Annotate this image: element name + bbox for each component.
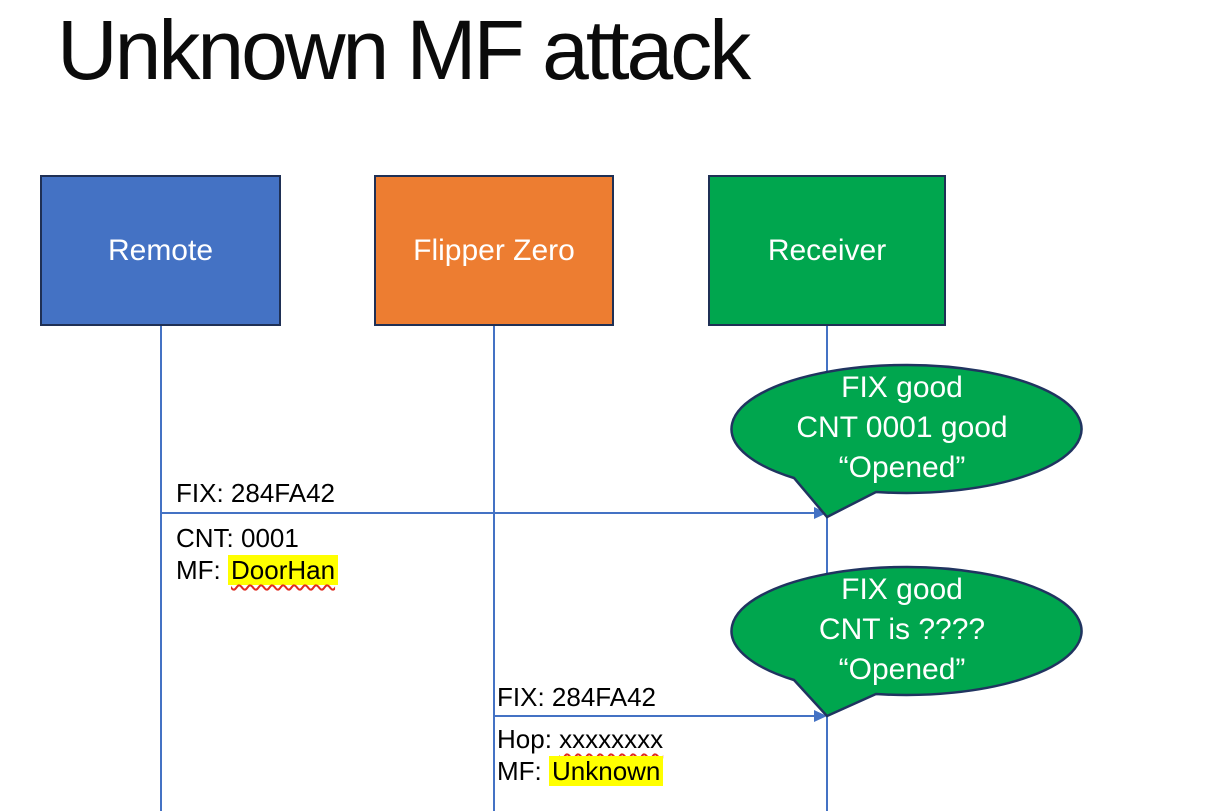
callout-2-line-1: FIX good [841,573,963,606]
callout-2-line-3: “Opened” [838,653,966,686]
actor-box-remote: Remote [40,175,281,326]
lifeline-remote [160,326,162,811]
callout-1-text: FIX good CNT 0001 good “Opened” [727,368,1077,488]
message-1-fix-label: FIX: 284FA42 [176,478,335,508]
mf-prefix: MF: [497,756,549,786]
message-2-fix-label: FIX: 284FA42 [497,682,656,712]
callout-2-speech-bubble [730,565,1083,718]
actor-box-receiver: Receiver [708,175,946,326]
message-1-cnt-label: CNT: 0001 [176,523,299,553]
callout-2-line-2: CNT is ???? [818,613,986,646]
message-2-mf-label: MF: Unknown [497,756,664,787]
callout-1-line-2: CNT 0001 good [796,411,1008,444]
slide-title: Unknown MF attack [57,2,751,97]
actor-label-flipper-zero: Flipper Zero [413,233,575,267]
speech-bubble-shape [730,363,1083,519]
lifeline-receiver [826,326,828,811]
callout-2-text: FIX good CNT is ???? “Opened” [727,570,1077,690]
message-1-mf-label: MF: DoorHan [176,555,339,586]
hop-prefix: Hop: [497,724,560,754]
actor-box-flipper-zero: Flipper Zero [374,175,614,326]
hop-value-misspelled: xxxxxxxx [559,724,664,754]
message-1-arrow-line [161,512,815,514]
callout-1-speech-bubble [730,363,1083,519]
callout-1-line-3: “Opened” [838,451,966,484]
speech-bubble-shape [730,565,1083,718]
mf-value-highlighted: DoorHan [228,555,339,585]
mf-prefix: MF: [176,555,228,585]
message-2-hop-label: Hop: xxxxxxxx [497,724,663,755]
message-2-arrow-line [494,715,815,717]
mf-value-highlighted: Unknown [549,756,664,786]
callout-1-line-1: FIX good [841,371,963,404]
lifeline-flipper-zero [493,326,495,811]
actor-label-receiver: Receiver [767,233,887,267]
actor-label-remote: Remote [107,233,214,267]
